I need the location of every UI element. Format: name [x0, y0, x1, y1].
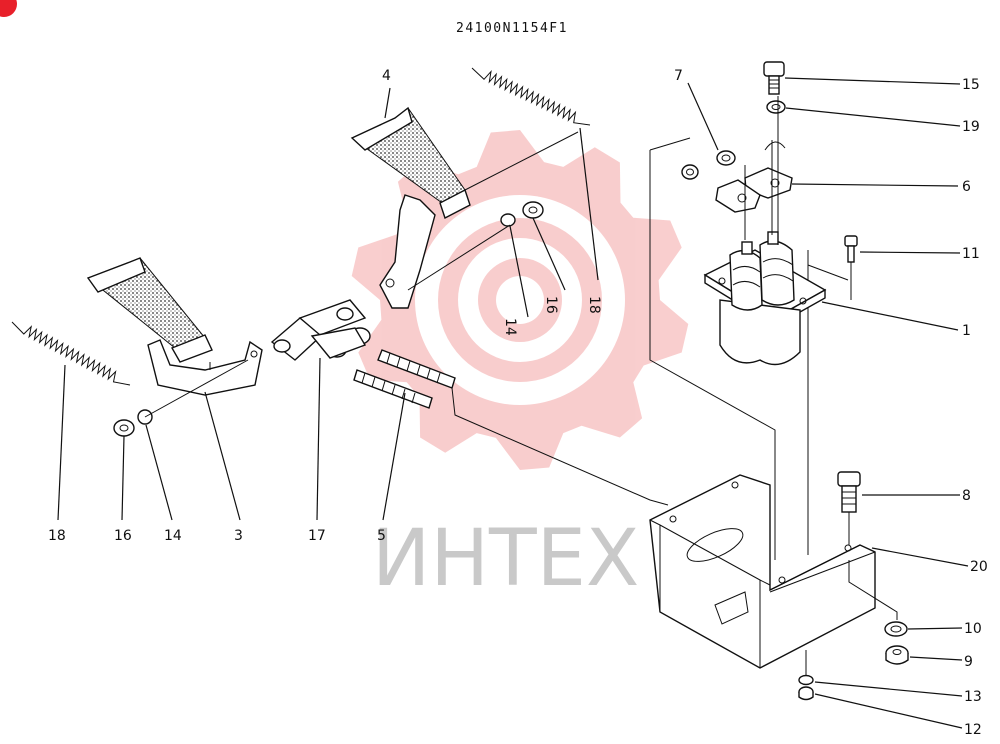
washer-hole	[890, 625, 902, 633]
washer-hole	[771, 104, 781, 110]
part-11-screw	[844, 235, 858, 263]
part-9-nut	[885, 645, 909, 665]
callout-11: 11	[962, 246, 980, 262]
spring-coil	[471, 67, 591, 126]
part-6-linkage	[715, 140, 793, 240]
callout-17: 17	[308, 528, 326, 544]
spring-coil	[11, 321, 131, 386]
part-10-washer	[884, 621, 908, 637]
part-5-studs	[353, 349, 456, 409]
pedal-3	[86, 257, 263, 396]
drawing-code: 24100N1154F1	[456, 21, 568, 36]
watermark-text: ИНТЕХ	[372, 514, 639, 604]
callout-8: 8	[962, 488, 971, 504]
callout-5: 5	[377, 528, 386, 544]
callout-4: 4	[382, 68, 391, 84]
part-13-washer	[798, 674, 814, 686]
callout-18-upper: 18	[586, 296, 602, 314]
callout-14-lower: 14	[164, 528, 182, 544]
callout-12: 12	[964, 722, 982, 738]
callout-16-lower: 16	[114, 528, 132, 544]
mounting-bracket	[649, 474, 876, 669]
part-18-spring-lower	[11, 321, 131, 386]
watermark-logo	[351, 130, 689, 470]
callout-9: 9	[964, 654, 973, 670]
part-16-nut-lower	[113, 419, 135, 437]
assembly-lines	[144, 96, 898, 676]
callout-20: 20	[970, 559, 988, 575]
part-8-bolt	[837, 471, 861, 513]
callout-15: 15	[962, 77, 980, 93]
callout-6: 6	[962, 179, 971, 195]
callout-3: 3	[234, 528, 243, 544]
callout-14-upper: 14	[502, 318, 518, 336]
callout-19: 19	[962, 119, 980, 135]
callout-labels: 4 7 15 19 6 11 1 8 20 10 9 13 12 16 14 1…	[48, 68, 988, 738]
switch-assembly	[703, 231, 827, 366]
corner-badge	[0, 0, 17, 17]
part-16-nut-upper	[522, 201, 544, 219]
part-7-nuts	[681, 150, 736, 180]
leader-lines	[57, 77, 969, 729]
callout-7: 7	[674, 68, 683, 84]
part-15-bolt	[763, 61, 785, 95]
callout-16-upper: 16	[543, 296, 559, 314]
frame-outline	[649, 137, 776, 560]
part-19-washer	[766, 100, 786, 114]
part-14-washer-upper	[500, 213, 516, 227]
pedal-4	[350, 106, 471, 309]
callout-18-lower: 18	[48, 528, 66, 544]
part-17-shaft	[270, 299, 371, 361]
part-12-nut	[798, 686, 814, 701]
callout-10: 10	[964, 621, 982, 637]
callout-1: 1	[962, 323, 971, 339]
part-18-spring-upper	[471, 67, 591, 126]
callout-13: 13	[964, 689, 982, 705]
